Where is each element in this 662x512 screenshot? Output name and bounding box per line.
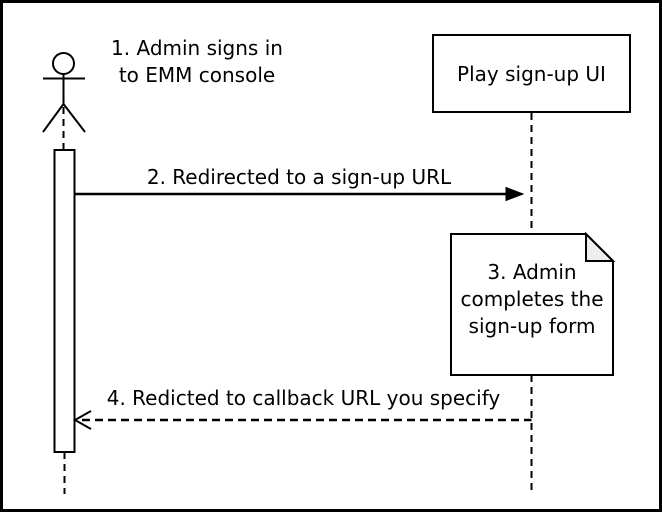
diagram-shapes-layer: [42, 52, 616, 494]
actor-label: 1. Admin signs in to EMM console: [111, 36, 283, 87]
message-2-arrowhead-icon: [505, 186, 525, 202]
message-4-arrowhead-icon: [72, 410, 92, 430]
note-fold-icon: [585, 231, 616, 262]
actor-left-leg-line: [42, 103, 65, 133]
actor-right-leg-line: [62, 103, 86, 133]
note-shape: [450, 233, 614, 376]
actor-icon: [42, 52, 86, 133]
note-label: 3. Admin completes the sign-up form: [460, 260, 604, 338]
admin-activation-bar: [53, 149, 76, 453]
actor-head-icon: [52, 52, 75, 75]
message-2-label: 2. Redirected to a sign-up URL: [146, 165, 452, 189]
participant-play-signup-ui: Play sign-up UI: [432, 34, 631, 113]
participant-label: Play sign-up UI: [457, 61, 606, 86]
message-4-label: 4. Redicted to callback URL you specify: [106, 386, 501, 410]
